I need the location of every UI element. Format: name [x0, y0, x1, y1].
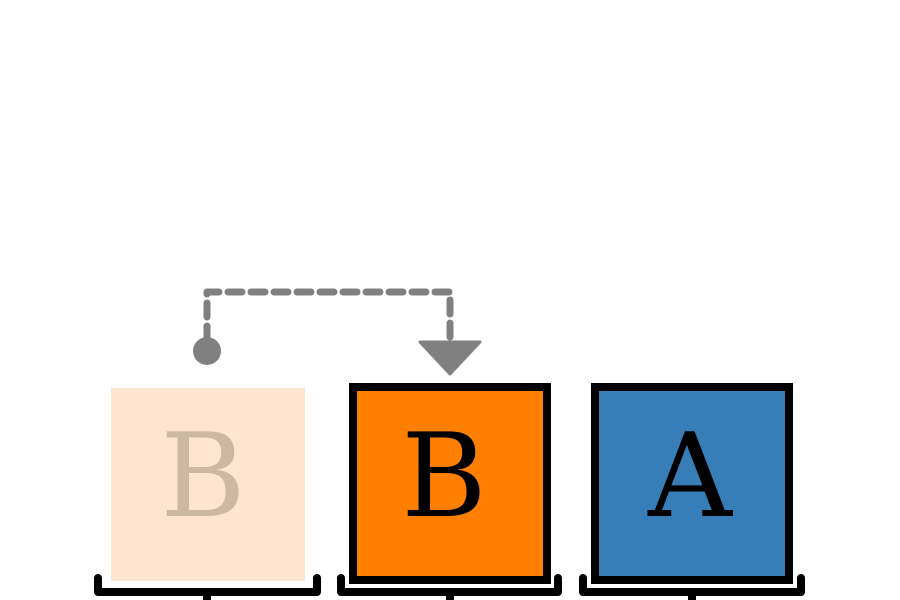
move-arrow: [193, 288, 482, 376]
block-b-ghost-label: B: [160, 409, 245, 544]
slot-bracket-2: [337, 574, 562, 600]
block-b-label: B: [401, 409, 486, 544]
slot-brackets: [94, 574, 805, 600]
block-a-label: A: [647, 409, 733, 544]
block-b: B: [349, 383, 551, 584]
slot-bracket-1: [94, 574, 321, 600]
block-b-box: [349, 383, 551, 584]
block-a-box: [591, 383, 793, 584]
block-a: A: [591, 383, 793, 584]
move-arrow-head: [418, 340, 482, 376]
block-b-ghost-box: [111, 388, 305, 581]
move-arrow-origin-dot: [193, 337, 221, 365]
slot-bracket-3: [579, 574, 805, 600]
move-arrow-path: [203, 288, 454, 344]
block-b-ghost: B: [111, 388, 305, 581]
